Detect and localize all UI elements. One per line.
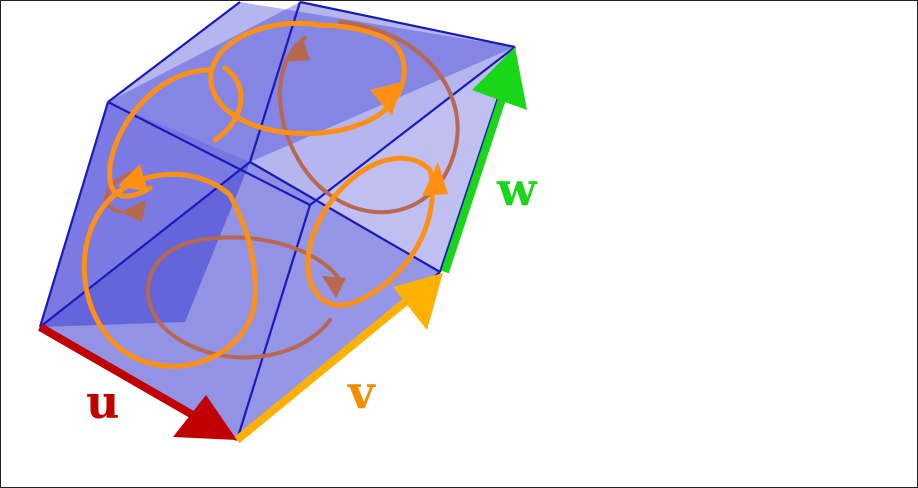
edge-hidden — [249, 161, 441, 273]
back-faces — [40, 2, 515, 440]
arrowhead-back — [120, 200, 146, 222]
circulation-loop-left — [107, 67, 213, 199]
edge-hidden — [248, 1, 302, 163]
arrowhead-loop — [118, 164, 148, 192]
vector-w-shaft — [441, 88, 509, 274]
vector-w-arrowhead — [472, 47, 527, 110]
vector-u-shaft — [38, 323, 207, 426]
edge — [38, 101, 110, 328]
edge — [107, 1, 241, 103]
circulation-loop-top — [208, 21, 407, 137]
circulation-loop-back-top — [277, 20, 460, 215]
vector-v-arrowhead — [393, 273, 443, 330]
vector-v — [234, 273, 443, 444]
edge — [299, 0, 516, 49]
circulation-loop-top-left-arc — [212, 65, 244, 143]
back-loops — [104, 20, 460, 360]
edge — [107, 101, 311, 206]
edge-hidden — [39, 161, 251, 328]
arrowhead-back — [322, 276, 346, 298]
edge — [309, 46, 516, 206]
arrowhead-loop — [422, 162, 448, 196]
label-w: w — [496, 162, 538, 216]
front-loops — [81, 21, 448, 369]
face-back-left — [40, 102, 250, 327]
edge — [235, 204, 312, 441]
circulation-loop-right — [305, 155, 435, 308]
arrowhead-back — [286, 36, 310, 62]
arrowhead-loop — [370, 82, 402, 116]
face-top — [108, 2, 515, 205]
face-bottom — [40, 162, 440, 440]
label-u: u — [86, 375, 119, 429]
circulation-loop-back-bottom — [145, 235, 342, 360]
vector-v-shaft — [234, 294, 413, 444]
vector-u — [38, 323, 237, 440]
label-v: v — [347, 365, 376, 419]
vector-u-arrowhead — [173, 395, 237, 440]
vector-w — [441, 47, 527, 274]
face-back-rear — [108, 2, 515, 162]
circulation-loop-back-left — [104, 168, 142, 214]
